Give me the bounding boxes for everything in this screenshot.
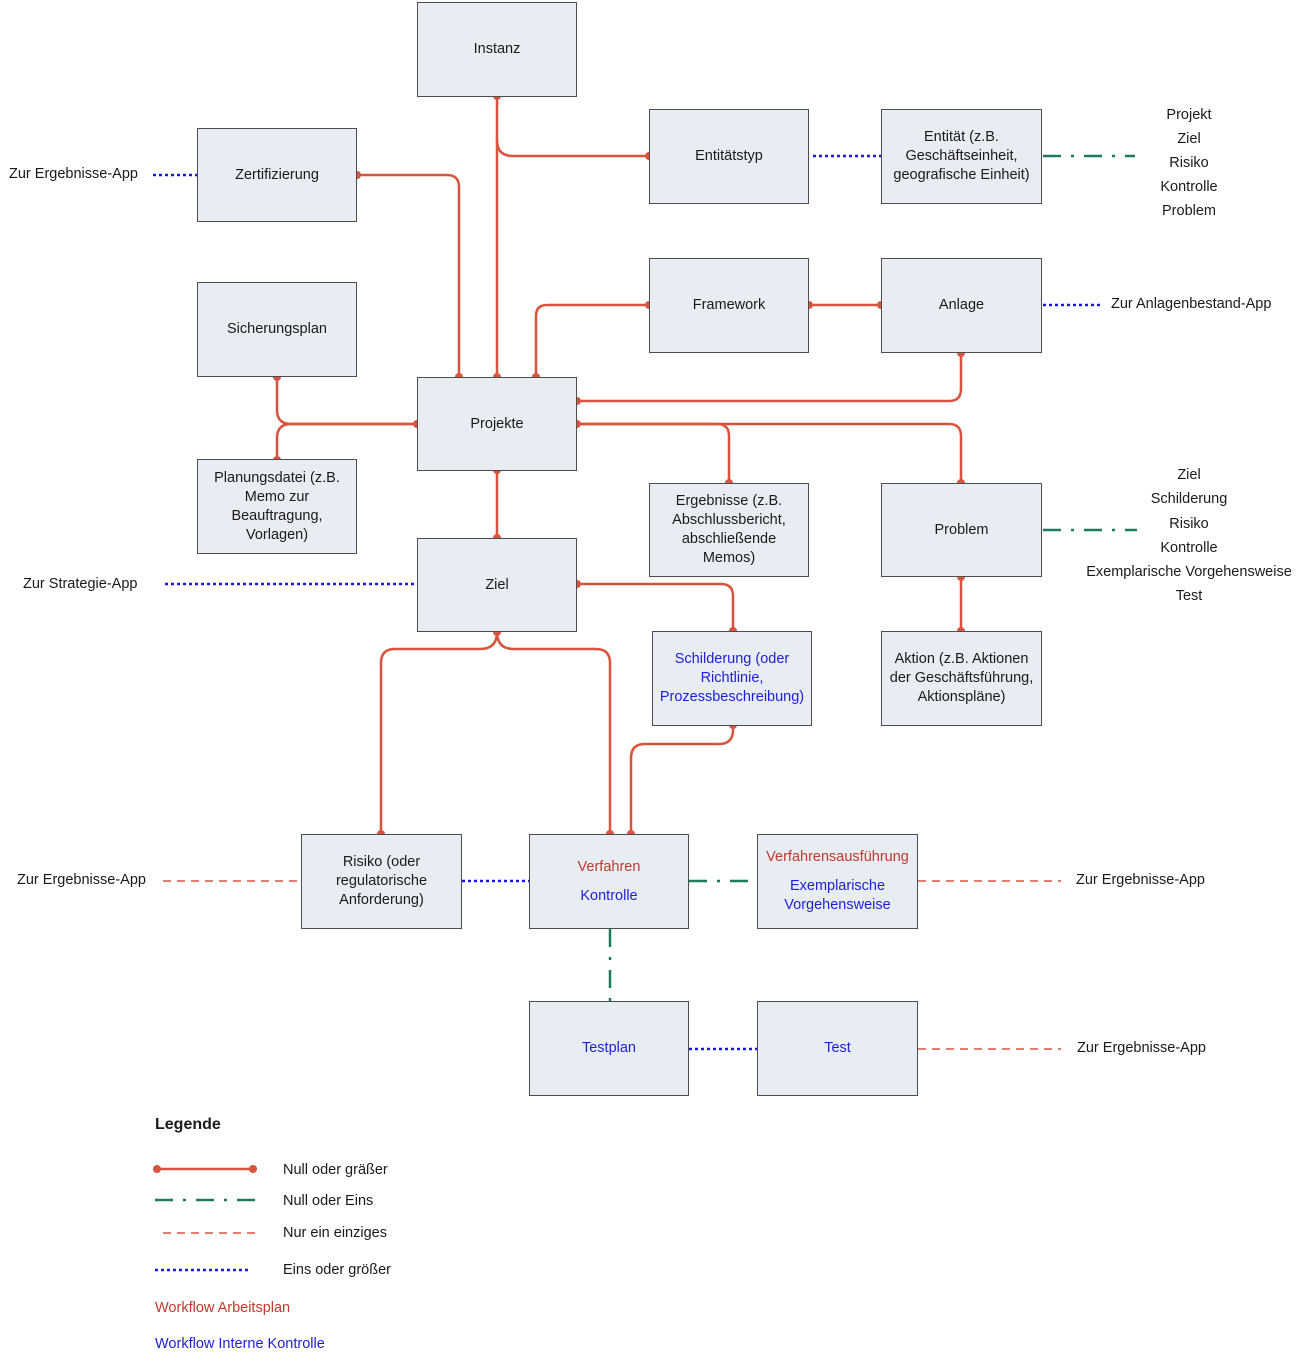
aktion-line-1: Aktion (z.B. Aktionen <box>894 651 1029 667</box>
ergebnisse-node: Ergebnisse (z.B. Abschlussbericht, abschli… <box>649 483 809 577</box>
problem-targets-item: Risiko <box>1169 515 1209 532</box>
projekte-node: Projekte <box>417 377 577 471</box>
legend-zero-or-more: Null oder gräßer <box>283 1162 388 1178</box>
zero-or-more-connectors <box>275 96 963 834</box>
test-line-1: Test <box>824 1040 851 1056</box>
entity-targets-item: Ziel <box>1177 131 1201 147</box>
verfahrensausfuehrung-node: Verfahrensausführung Exemplarische Vorge… <box>757 834 918 929</box>
legend-zero-or-one: Null oder Eins <box>283 1193 374 1209</box>
entitaet-line-3: geografische Einheit) <box>893 167 1030 183</box>
ziel-line-1: Ziel <box>485 576 509 593</box>
test-app-label: Zur Ergebnisse-App <box>1077 1040 1206 1056</box>
anlage-node: Anlage <box>881 258 1042 353</box>
legend-title: Legende <box>155 1116 221 1133</box>
entitaetstyp-node: Entitätstyp <box>649 109 809 204</box>
connector-endpoints <box>273 92 965 838</box>
verfahrensausfuehrung-label: Verfahrensausführung <box>766 849 909 865</box>
ergebnisse-line-2: Abschlussbericht, <box>672 512 786 528</box>
zertifizierung-line-1: Zertifizierung <box>235 166 319 183</box>
verfahrensausfuehrung-app-label: Zur Ergebnisse-App <box>1076 872 1205 888</box>
schilderung-line-3: Prozessbeschreibung) <box>659 689 805 705</box>
ziel-node: Ziel <box>417 538 577 632</box>
planungsdatei-line-2: Memo zur <box>244 488 310 505</box>
ergebnisse-line-1: Ergebnisse (z.B. <box>675 493 783 509</box>
problem-targets-item: Schilderung <box>1150 491 1228 508</box>
instanz-line-1: Instanz <box>473 41 521 57</box>
kontrolle-label: Kontrolle <box>580 887 638 904</box>
projekte-line-1: Projekte <box>470 415 524 432</box>
ziel-schilderung-line <box>577 582 735 631</box>
entitaet-node: Entität (z.B. Geschäftseinheit, geografisc… <box>881 109 1042 204</box>
projekte-ergebnisse-line <box>577 422 731 483</box>
instanz-entitaetstyp-line <box>495 139 649 158</box>
entitaetstyp-line-1: Entitätstyp <box>695 148 763 164</box>
ergebnisse-line-3: abschließende Memos) <box>681 531 777 566</box>
projekte-planungsdatei-line <box>275 422 417 460</box>
entitaet-line-2: Geschäftseinheit, <box>905 148 1018 164</box>
legend-swatches <box>153 1165 257 1272</box>
schilderung-line-2: Richtlinie, <box>700 670 764 686</box>
anlage-line-1: Anlage <box>938 297 985 313</box>
aktion-node: Aktion (z.B. Aktionen der Geschäftsführun… <box>881 631 1042 726</box>
legend-one-or-more: Eins oder größer <box>283 1262 391 1278</box>
framework-line-1: Framework <box>692 297 766 313</box>
entity-targets-item: Problem <box>1162 203 1216 219</box>
zertifizierung-node: Zertifizierung <box>197 128 357 222</box>
testplan-node: Testplan <box>529 1001 689 1096</box>
schilderung-line-1: Schilderung (oder <box>674 651 790 667</box>
risiko-app-label: Zur Ergebnisse-App <box>17 872 146 888</box>
testplan-line-1: Testplan <box>581 1040 636 1056</box>
problem-targets-item: Test <box>1175 588 1203 605</box>
instanz-node: Instanz <box>417 2 577 97</box>
problem-targets-item: Kontrolle <box>1160 539 1218 556</box>
sicherungsplan-planungsdatei-line <box>275 377 417 426</box>
exactly-one-connectors <box>163 880 1061 1050</box>
risiko-line-1: Risiko (oder <box>342 854 421 870</box>
zero-or-one-connectors <box>608 154 1137 1001</box>
problem-line-1: Problem <box>934 521 989 538</box>
projekte-problem-line <box>577 422 963 483</box>
legend-workflow-internal-control: Workflow Interne Kontrolle <box>155 1336 325 1352</box>
vorgehensweise-label-2: Vorgehensweise <box>784 897 891 913</box>
test-node: Test <box>757 1001 918 1096</box>
one-or-more-connectors <box>153 154 1101 1051</box>
verfahren-node: Verfahren Kontrolle <box>529 834 689 929</box>
zertifizierung-app-label: Zur Ergebnisse-App <box>9 166 138 182</box>
ziel-verfahren-line <box>495 631 612 834</box>
vorgehensweise-label-1: Exemplarische <box>789 878 886 894</box>
entity-targets-item: Projekt <box>1166 107 1212 123</box>
verfahren-label: Verfahren <box>577 858 641 875</box>
schilderung-verfahren-line <box>629 725 735 834</box>
legend-exactly-one: Nur ein einziges <box>283 1225 387 1241</box>
ziel-app-label: Zur Strategie-App <box>23 576 138 592</box>
anlage-projekte-line <box>577 353 963 403</box>
risiko-line-3: Anforderung) <box>339 892 424 908</box>
legend-workflow-work-plan: Workflow Arbeitsplan <box>155 1300 291 1316</box>
planungsdatei-line-1: Planungsdatei (z.B. <box>214 469 340 486</box>
sicherungsplan-line-1: Sicherungsplan <box>227 321 327 337</box>
aktion-line-2: der Geschäftsführung, <box>889 670 1034 686</box>
entity-targets-item: Kontrolle <box>1160 179 1218 195</box>
problem-node: Problem <box>881 483 1042 577</box>
anlage-app-label: Zur Anlagenbestand-App <box>1111 296 1272 312</box>
planungsdatei-line-3: Beauftragung, <box>231 507 323 524</box>
sicherungsplan-node: Sicherungsplan <box>197 282 357 377</box>
entity-targets-item: Risiko <box>1169 155 1209 171</box>
framework-node: Framework <box>649 258 809 353</box>
problem-targets-item: Ziel <box>1177 467 1201 483</box>
risiko-line-2: regulatorische <box>335 873 428 889</box>
framework-projekte-line <box>534 303 649 377</box>
aktion-line-3: Aktionspläne) <box>917 689 1006 705</box>
ziel-risiko-line <box>379 631 499 834</box>
planungsdatei-line-4: Vorlagen) <box>245 526 309 543</box>
problem-targets-item: Exemplarische Vorgehensweise <box>1086 564 1292 581</box>
entitaet-line-1: Entität (z.B. <box>924 129 999 145</box>
zertifizierung-projekte-line <box>357 173 461 377</box>
